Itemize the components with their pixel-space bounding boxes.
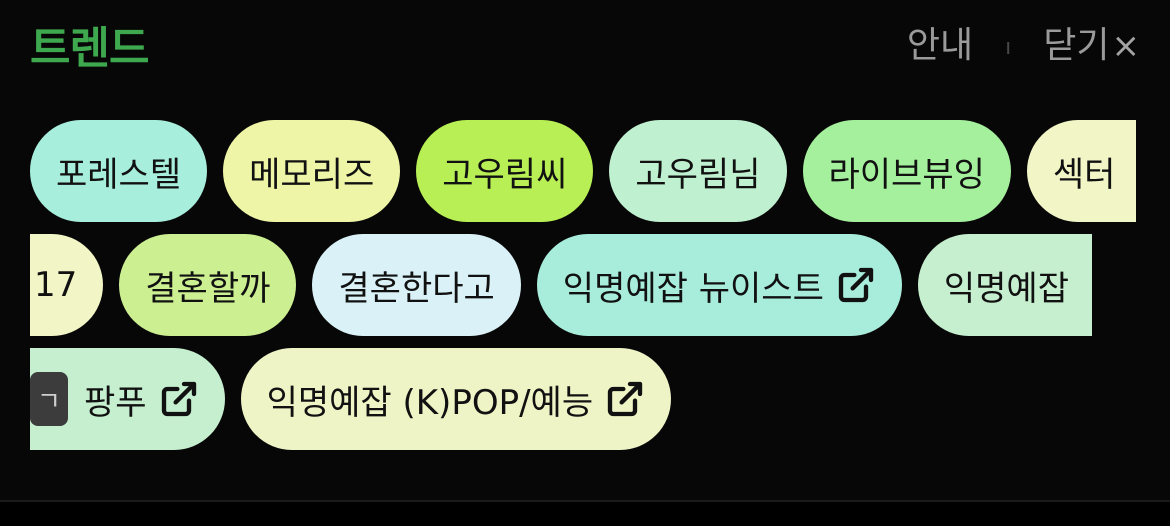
trend-chip-label: 고우림씨 xyxy=(442,154,568,195)
trend-chip[interactable]: 메모리즈 xyxy=(223,120,401,222)
bottom-strip xyxy=(0,500,1170,526)
trend-chip-label: 익명예잡 뉴이스트 xyxy=(562,268,824,309)
panel-title: 트렌드 xyxy=(30,23,149,74)
trend-panel: 트렌드 안내 ı 닫기 × 포레스텔 메모리즈 고우림씨 고우림님 라이브뷰잉 섹터 17… xyxy=(30,23,1140,450)
trend-chip[interactable]: 익명예잡 뉴이스트 xyxy=(536,234,902,336)
external-link-icon xyxy=(836,265,876,305)
trend-row-2: 17 결혼할까 결혼한다고 익명예잡 뉴이스트 익명예잡 xyxy=(30,234,1092,336)
trend-chip[interactable]: ㄱ 팡푸 xyxy=(30,348,225,450)
trend-chip[interactable]: 결혼한다고 xyxy=(312,234,521,336)
external-link-icon xyxy=(605,379,645,419)
close-button[interactable]: 닫기 × xyxy=(1043,24,1140,68)
corner-badge[interactable]: ㄱ xyxy=(30,372,68,426)
trend-chip[interactable]: 라이브뷰잉 xyxy=(802,120,1011,222)
trend-chip[interactable]: 섹터 xyxy=(1026,120,1136,222)
trend-row-1: 포레스텔 메모리즈 고우림씨 고우림님 라이브뷰잉 섹터 xyxy=(30,120,1136,222)
close-label: 닫기 xyxy=(1043,25,1110,66)
external-link-icon xyxy=(159,379,199,419)
trend-chip[interactable]: 익명예잡 xyxy=(917,234,1092,336)
trend-chip-label: 익명예잡 (K)POP/예능 xyxy=(266,382,594,423)
trend-chip-label: 결혼한다고 xyxy=(338,268,495,309)
trend-chip-label: 17 xyxy=(34,265,78,305)
trend-chip[interactable]: 17 xyxy=(30,234,104,336)
trend-chip[interactable]: 결혼할까 xyxy=(119,234,297,336)
trend-chip-label: 라이브뷰잉 xyxy=(828,154,985,195)
top-actions: 안내 ı 닫기 × xyxy=(907,24,1140,68)
trend-chip-label: 메모리즈 xyxy=(249,154,375,195)
trend-chip-label: 익명예잡 xyxy=(943,268,1069,309)
divider: ı xyxy=(1005,35,1012,60)
trend-chip[interactable]: 고우림님 xyxy=(609,120,787,222)
trend-chip-label: 팡푸 xyxy=(84,382,147,423)
trend-chip[interactable]: 익명예잡 (K)POP/예능 xyxy=(240,348,672,450)
trend-chip-label: 포레스텔 xyxy=(56,154,182,195)
trend-chip-label: 고우림님 xyxy=(635,154,761,195)
guide-link[interactable]: 안내 xyxy=(906,25,974,66)
trend-chip[interactable]: 고우림씨 xyxy=(416,120,594,222)
trend-row-3: ㄱ 팡푸 익명예잡 (K)POP/예능 xyxy=(30,348,730,450)
trend-chip[interactable]: 포레스텔 xyxy=(30,120,208,222)
close-icon: × xyxy=(1111,26,1141,66)
trend-chip-label: 섹터 xyxy=(1052,154,1116,195)
trend-chip-label: 결혼할까 xyxy=(145,268,271,309)
